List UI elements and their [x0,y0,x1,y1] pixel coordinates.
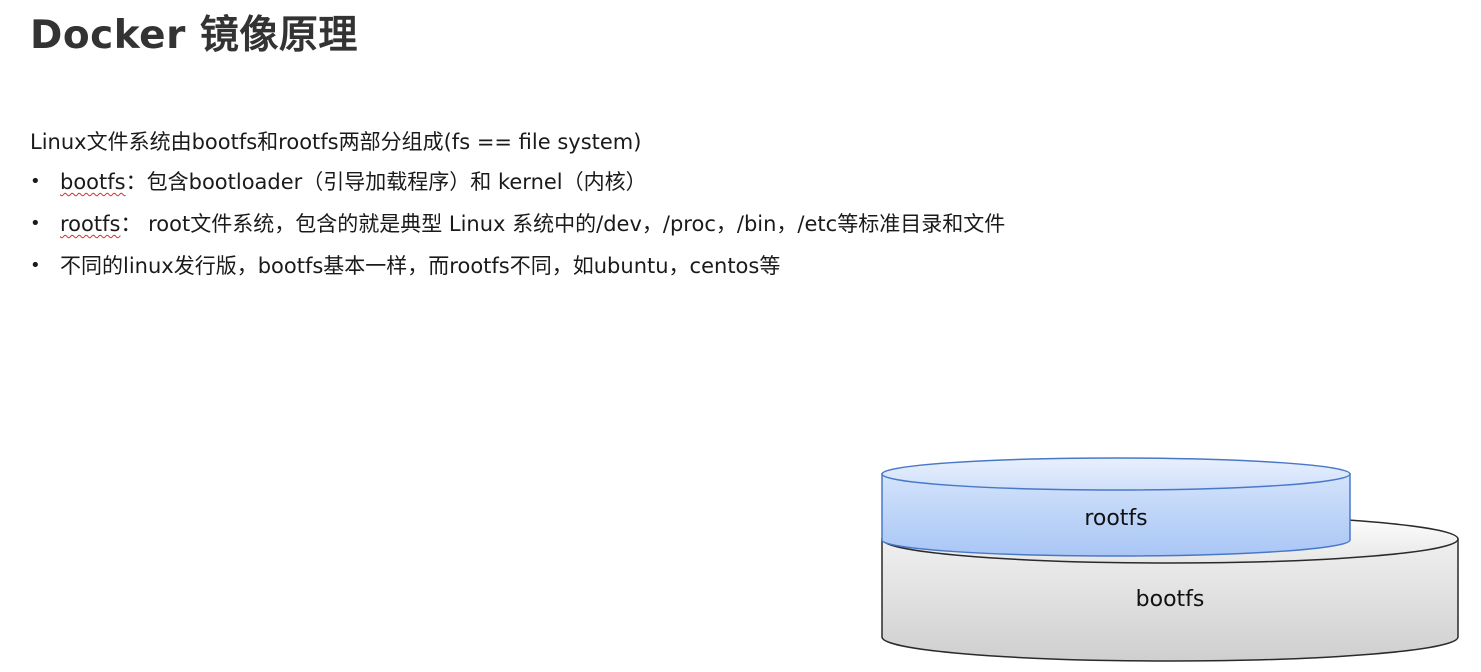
cylinder-bootfs-body [881,538,1459,662]
bullet-marker: • [30,213,41,234]
cylinder-rootfs-label: rootfs [1084,506,1147,531]
cylinder-bootfs-label: bootfs [1136,587,1205,612]
bullet-term: bootfs [60,170,126,194]
bullet-marker: • [30,171,41,192]
bullet-text: ： root文件系统，包含的就是典型 Linux 系统中的/dev，/proc，… [120,212,1006,236]
bullet-marker: • [30,255,41,276]
cylinder-rootfs: rootfs [881,457,1351,557]
cylinder-rootfs-body [881,473,1351,557]
bullet-text: 不同的linux发行版，bootfs基本一样，而rootfs不同，如ubuntu… [60,254,781,278]
cylinder-rootfs-top [881,457,1351,491]
intro-text: Linux文件系统由bootfs和rootfs两部分组成(fs == file … [30,130,642,154]
bullet-content: rootfs： root文件系统，包含的就是典型 Linux 系统中的/dev，… [60,210,1005,238]
bullet-content: 不同的linux发行版，bootfs基本一样，而rootfs不同，如ubuntu… [60,252,780,280]
bullet-text: ：包含bootloader（引导加载程序）和 kernel（内核） [125,170,647,194]
page-title: Docker 镜像原理 [30,13,358,58]
bullet-content: bootfs：包含bootloader（引导加载程序）和 kernel（内核） [60,168,647,196]
bullet-term: rootfs [60,212,121,236]
